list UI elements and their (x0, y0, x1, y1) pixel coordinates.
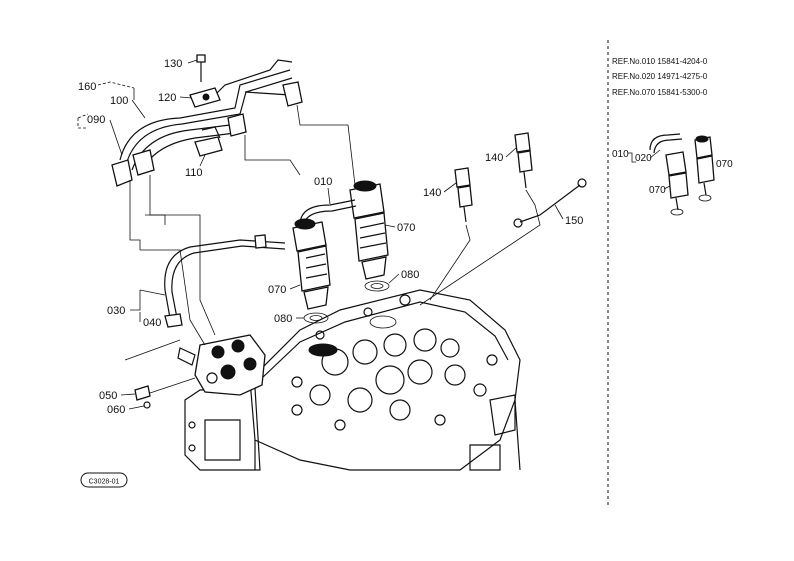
label-080-left: 080 (274, 313, 292, 325)
label-140-left: 140 (423, 187, 441, 199)
label-150: 150 (565, 215, 583, 227)
label-160: 160 (78, 81, 96, 93)
washer-right (364, 280, 390, 292)
label-090: 090 (87, 114, 105, 126)
label-110: 110 (185, 167, 203, 179)
inset-label-070-right: 070 (716, 159, 733, 170)
bleeder-parts (124, 339, 196, 409)
reference-list: REF.No.010 15841-4204-0 REF.No.020 14971… (612, 57, 708, 97)
label-080-right: 080 (401, 269, 419, 281)
label-140-top: 140 (485, 152, 503, 164)
label-120: 120 (158, 92, 176, 104)
drawing-code-badge: C3028-01 (80, 472, 128, 488)
label-070-right: 070 (397, 222, 415, 234)
label-010: 010 (314, 176, 332, 188)
label-040: 040 (143, 317, 161, 329)
inset-label-070-left: 070 (649, 185, 666, 196)
label-050: 050 (99, 390, 117, 402)
drawing-code: C3028-01 (89, 479, 120, 486)
glow-plug-1 (454, 167, 473, 223)
inset-label-020: 020 (635, 153, 652, 164)
injector-right (349, 180, 389, 280)
injection-pipes (111, 54, 303, 187)
label-100: 100 (110, 95, 128, 107)
label-030: 030 (107, 305, 125, 317)
glow-plug-lead (519, 184, 581, 223)
reference-item: REF.No.070 15841-5300-0 (612, 88, 708, 97)
inset-detail: 010 020 070 070 (612, 133, 733, 216)
callouts: 130 160 100 120 090 110 010 070 070 080 … (77, 58, 583, 416)
injector-left (292, 218, 331, 310)
return-pipe (139, 234, 286, 328)
reference-item: REF.No.020 14971-4275-0 (612, 72, 708, 81)
inset-label-010: 010 (612, 149, 629, 160)
leak-off-pipe (299, 199, 356, 226)
reference-item: REF.No.010 15841-4204-0 (612, 57, 708, 66)
glow-plug-2 (514, 132, 533, 189)
label-060: 060 (107, 404, 125, 416)
injection-pump (177, 334, 266, 396)
engine-block (184, 289, 521, 471)
label-130: 130 (164, 58, 182, 70)
label-070-left: 070 (268, 284, 286, 296)
guide-lines (129, 104, 356, 346)
